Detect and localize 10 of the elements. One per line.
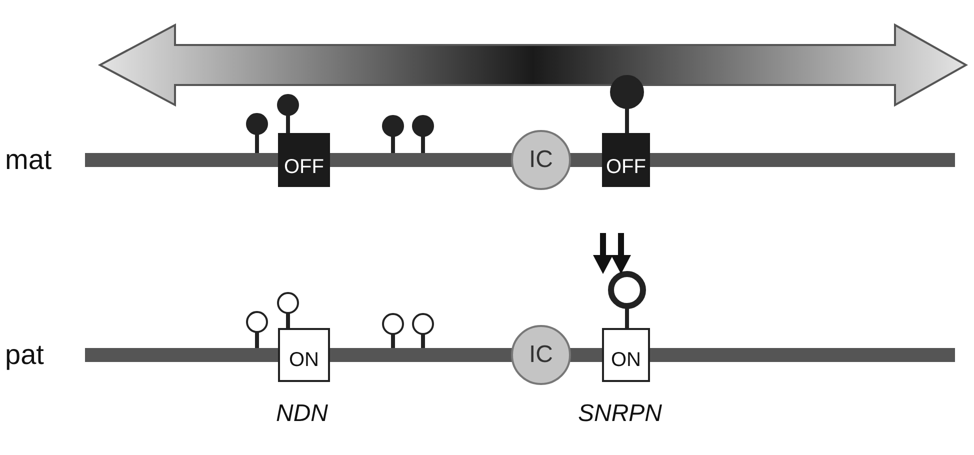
gene-name: SNRPN [578, 402, 662, 426]
imprinting-center-circle: IC [511, 325, 571, 385]
strand-label: pat [5, 341, 44, 369]
gene-promoter-box: OFF [278, 133, 330, 187]
gene-promoter-box: ON [278, 328, 330, 382]
gene-promoter-box: ON [602, 328, 650, 382]
gene-promoter-box: OFF [602, 133, 650, 187]
imprinting-center-circle: IC [511, 130, 571, 190]
strand-label: mat [5, 146, 52, 174]
gene-name: NDN [276, 402, 328, 426]
